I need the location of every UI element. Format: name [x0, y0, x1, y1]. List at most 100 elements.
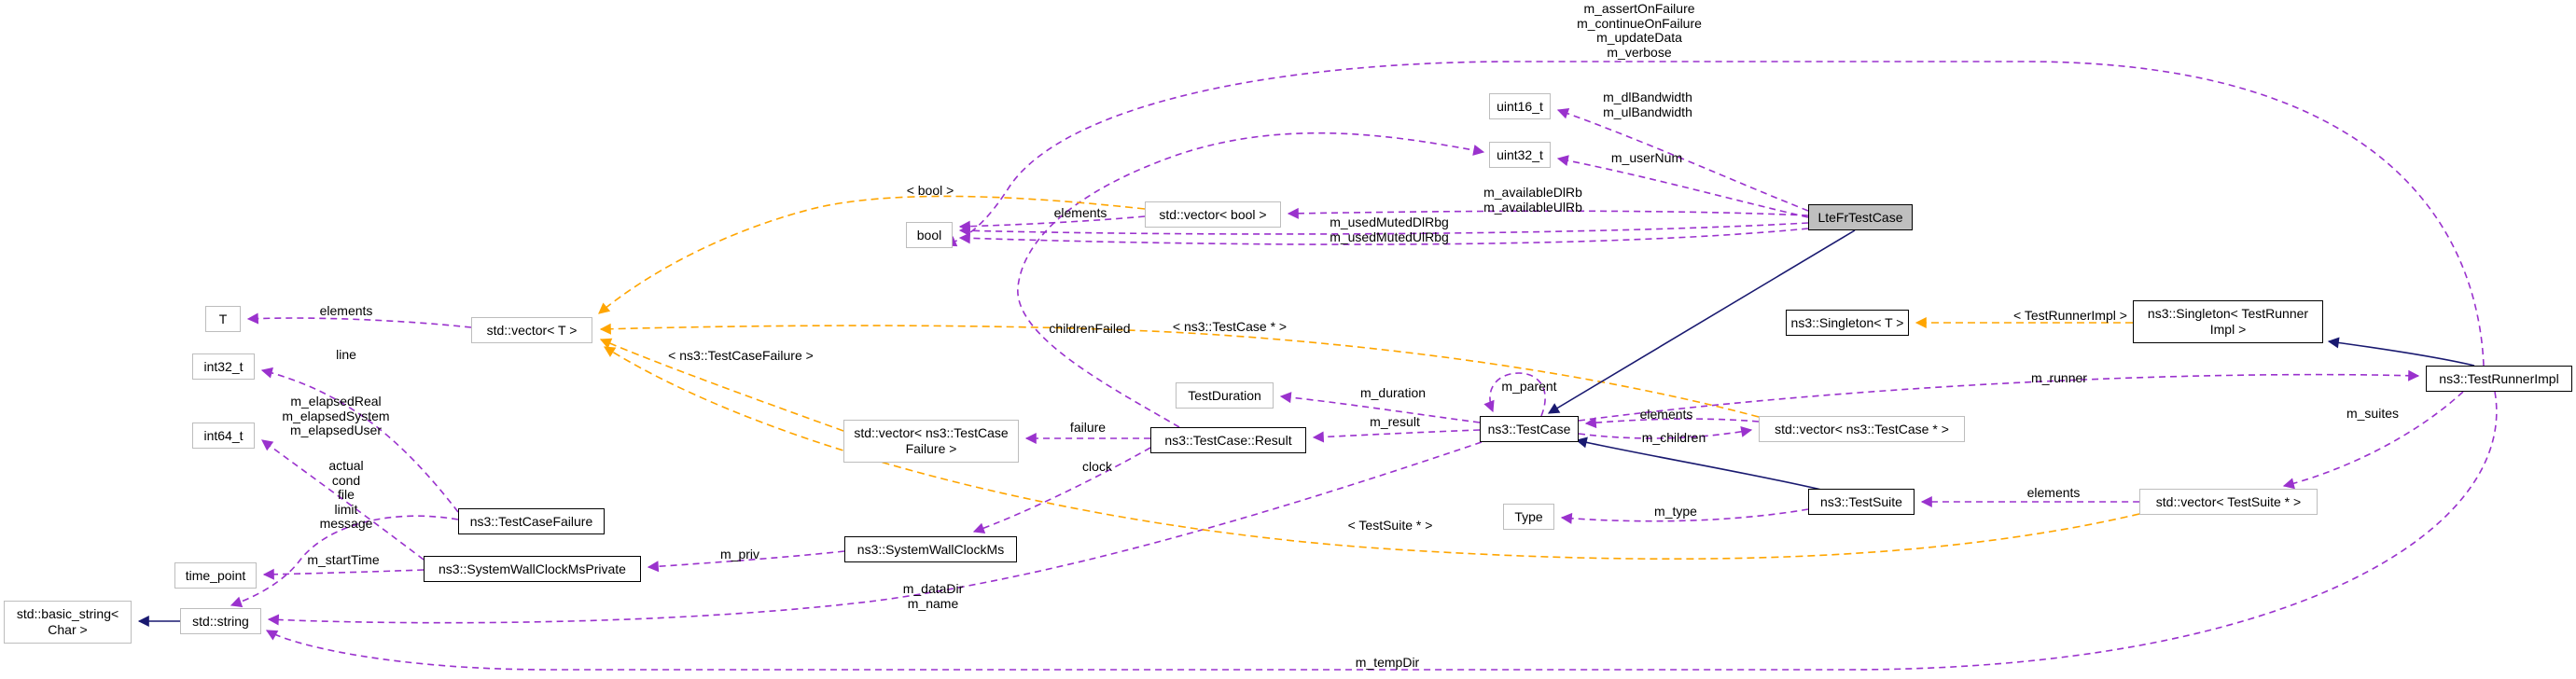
node-bstr: std::basic_string<Char > — [4, 601, 132, 644]
edge-vbool-vt — [598, 195, 1146, 314]
edge-label-tmpl-tcf: < ns3::TestCaseFailure > — [668, 348, 814, 363]
node-label: std::vector< ns3::TestCase * > — [1775, 421, 1949, 436]
node-vts: std::vector< TestSuite * > — [2139, 489, 2318, 515]
edge-label-tmpl-tc: < ns3::TestCase * > — [1172, 319, 1288, 334]
edge-tri-vts — [2282, 391, 2464, 490]
edge-label-m_runner: m_runner — [2031, 370, 2087, 385]
node-label: time_point — [185, 567, 246, 583]
node-label: ns3::TestCase — [1487, 421, 1571, 436]
edge-tc-self — [1483, 372, 1546, 417]
node-label: ns3::Singleton< TestRunner — [2147, 306, 2309, 322]
edge-tc-duration — [1279, 392, 1481, 423]
node-str: std::string — [180, 608, 261, 634]
edge-swcmp-timepoint — [262, 568, 425, 580]
edge-vts-vt — [603, 346, 2140, 561]
node-swcm[interactable]: ns3::SystemWallClockMs — [844, 536, 1017, 562]
edge-label-clock: clock — [1082, 459, 1112, 474]
node-uint32: uint32_t — [1489, 142, 1551, 168]
node-label: LteFrTestCase — [1817, 209, 1903, 225]
node-lte: LteFrTestCase — [1808, 204, 1913, 230]
node-label: std::vector< bool > — [1159, 206, 1267, 222]
edge-label-m_result: m_result — [1370, 414, 1420, 429]
edge-label-m_children: m_children — [1641, 430, 1706, 445]
edge-label-failure: failure — [1069, 420, 1107, 435]
edge-lte-tc — [1547, 229, 1856, 414]
node-result[interactable]: ns3::TestCase::Result — [1150, 427, 1306, 453]
node-label: std::string — [192, 613, 249, 629]
edge-label-line: line — [336, 347, 356, 362]
edge-tc-result — [1312, 429, 1481, 443]
edge-label-tmpl-TestRunnerImpl: < TestRunnerImpl > — [2013, 308, 2127, 323]
node-label: ns3::SystemWallClockMs — [856, 541, 1005, 557]
node-label: int32_t — [203, 358, 244, 374]
edge-label-tmpl-bool: < bool > — [906, 183, 954, 198]
node-uint16: uint16_t — [1489, 93, 1551, 119]
node-singT[interactable]: ns3::Singleton< T > — [1786, 310, 1909, 336]
edge-tri-str — [265, 391, 2498, 671]
node-label: Char > — [48, 622, 88, 637]
node-label: bool — [916, 227, 942, 242]
edge-label-m_duration: m_duration — [1359, 385, 1427, 400]
node-ts[interactable]: ns3::TestSuite — [1808, 489, 1915, 515]
node-vbool: std::vector< bool > — [1145, 201, 1281, 228]
node-label: uint16_t — [1497, 98, 1543, 114]
node-timepoint: time_point — [174, 562, 257, 589]
edge-tri-singTRI — [2327, 337, 2475, 367]
node-label: ns3::TestRunnerImpl — [2439, 370, 2559, 386]
node-swcmp[interactable]: ns3::SystemWallClockMsPrivate — [424, 556, 641, 582]
edge-ts-tc — [1575, 436, 1822, 491]
node-label: std::vector< TestSuite * > — [2155, 493, 2302, 509]
node-label: ns3::SystemWallClockMsPrivate — [439, 561, 626, 576]
node-tc[interactable]: ns3::TestCase — [1480, 416, 1579, 442]
edge-label-vtc-elements: elements — [1639, 407, 1693, 422]
edge-label-m_type: m_type — [1654, 504, 1697, 519]
node-int32: int32_t — [192, 353, 255, 380]
node-tri[interactable]: ns3::TestRunnerImpl — [2426, 366, 2572, 392]
edge-label-usernum: m_userNum — [1610, 150, 1683, 165]
edge-tcf-int32 — [260, 367, 459, 513]
edge-result-swcm — [972, 447, 1151, 534]
edge-lte-bool-a — [958, 222, 1809, 237]
node-label: ns3::TestSuite — [1820, 493, 1902, 509]
node-label: std::vector< ns3::TestCase — [854, 425, 1009, 441]
node-label: T — [218, 311, 228, 326]
edge-lte-vbool — [1287, 207, 1809, 219]
node-label: ns3::Singleton< T > — [1790, 314, 1904, 330]
edge-label-m_startTime: m_startTime — [307, 552, 380, 567]
edge-vbool-bool — [958, 215, 1146, 232]
node-tcf[interactable]: ns3::TestCaseFailure — [458, 508, 605, 534]
edge-label-m_priv: m_priv — [719, 547, 760, 561]
edge-tcf-str — [230, 515, 459, 608]
node-int64: int64_t — [192, 423, 255, 449]
node-label: Type — [1514, 508, 1543, 524]
edge-label-m_parent: m_parent — [1501, 379, 1557, 394]
node-vtc: std::vector< ns3::TestCase * > — [1759, 416, 1965, 442]
node-label: ns3::TestCase::Result — [1164, 432, 1292, 448]
node-T: T — [205, 306, 241, 332]
edge-vtc-vt — [599, 323, 1760, 418]
edge-result-uint32 — [1017, 132, 1485, 428]
edge-label-m_tempDir: m_tempDir — [1355, 655, 1420, 670]
node-label: TestDuration — [1188, 387, 1261, 403]
node-type: Type — [1503, 504, 1554, 530]
node-duration: TestDuration — [1176, 382, 1274, 409]
edge-tri-bool-flags — [944, 61, 2485, 367]
edge-label-vbool-elements: elements — [1053, 205, 1107, 220]
edge-ts-type — [1560, 508, 1809, 524]
node-label: Impl > — [2209, 322, 2247, 337]
edge-vt-T — [246, 312, 472, 328]
edge-label-tmpl-ts: < TestSuite * > — [1347, 518, 1433, 533]
edge-label-vts-elements: elements — [2026, 485, 2081, 500]
edge-vtcf-vt — [599, 338, 844, 432]
